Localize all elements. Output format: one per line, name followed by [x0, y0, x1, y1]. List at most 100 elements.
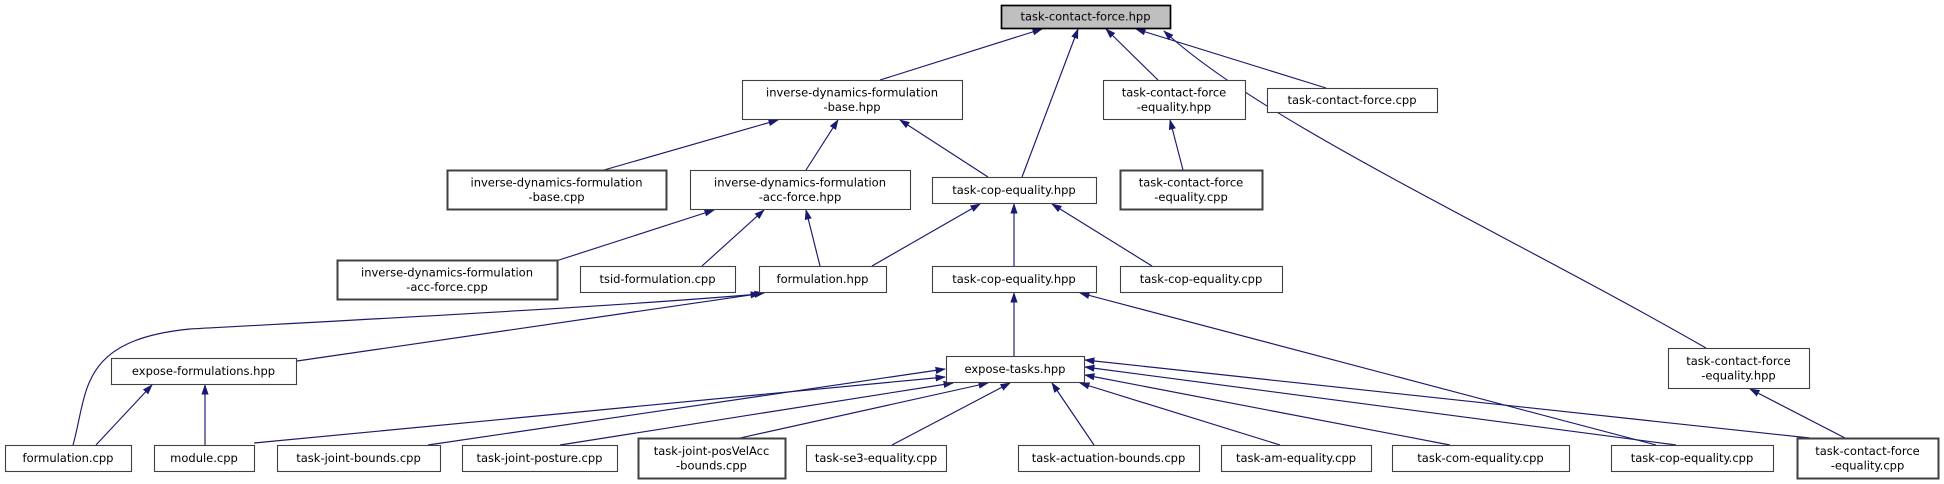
- edge-n20-n15: [559, 380, 954, 446]
- edge-n17-n14: [95, 384, 153, 446]
- node-task-am-equality-cpp-label: task-am-equality.cpp: [1236, 451, 1356, 465]
- node-inverse-dynamics-formulation-acc-force-cpp-box[interactable]: [336, 259, 559, 301]
- node-inverse-dynamics-formulation-acc-force-hpp-box[interactable]: [689, 169, 912, 211]
- node-expose-tasks-hpp-label: expose-tasks.hpp: [965, 362, 1066, 376]
- edge-n18-n15: [253, 374, 946, 444]
- node-task-joint-posvelacc-bounds-cpp-label: task-joint-posVelAcc-bounds.cpp: [654, 444, 770, 473]
- edge-n11-n6: [804, 209, 821, 267]
- node-task-joint-posvelacc-bounds-cpp-box[interactable]: [637, 437, 787, 480]
- node-task-cop-equality-cpp[interactable]: task-cop-equality.cpp: [1119, 265, 1284, 294]
- node-task-cop-equality-hpp-2-label: task-cop-equality.hpp: [952, 272, 1076, 286]
- node-task-contact-force-equality-hpp-2-box[interactable]: [1667, 347, 1811, 390]
- node-task-actuation-bounds-cpp[interactable]: task-actuation-bounds.cpp: [1017, 444, 1201, 473]
- node-expose-formulations-hpp-box[interactable]: [110, 357, 298, 386]
- node-task-contact-force-equality-cpp-box[interactable]: [1119, 169, 1264, 211]
- edge-n16-n1: [1163, 30, 1707, 349]
- node-task-joint-bounds-cpp-box[interactable]: [276, 444, 442, 473]
- edge-n27-n15: [1084, 357, 1811, 439]
- node-inverse-dynamics-formulation-acc-force-cpp[interactable]: inverse-dynamics-formulation-acc-force.c…: [336, 259, 559, 301]
- node-task-contact-force-equality-hpp-2-label: task-contact-force-equality.hpp: [1686, 354, 1791, 383]
- node-task-contact-force-equality-cpp[interactable]: task-contact-force-equality.cpp: [1119, 169, 1264, 211]
- node-expose-formulations-hpp-label: expose-formulations.hpp: [132, 364, 275, 378]
- node-tsid-formulation-cpp-label: tsid-formulation.cpp: [599, 272, 715, 286]
- node-inverse-dynamics-formulation-base-cpp[interactable]: inverse-dynamics-formulation-base.cpp: [446, 169, 668, 211]
- edge-n11-n7: [871, 203, 981, 267]
- node-formulation-hpp[interactable]: formulation.hpp: [758, 265, 888, 294]
- node-task-contact-force-equality-hpp-2[interactable]: task-contact-force-equality.hpp: [1667, 347, 1811, 390]
- node-task-cop-equality-hpp-label: task-cop-equality.hpp: [952, 183, 1076, 197]
- edge-n7-n1: [1021, 28, 1079, 178]
- node-inverse-dynamics-formulation-base-hpp-box[interactable]: [741, 79, 964, 121]
- node-task-joint-posvelacc-bounds-cpp[interactable]: task-joint-posVelAcc-bounds.cpp: [637, 437, 787, 480]
- node-inverse-dynamics-formulation-base-cpp-label: inverse-dynamics-formulation-base.cpp: [471, 175, 643, 204]
- edge-n8-n3: [1168, 119, 1184, 171]
- edges-layer: [72, 28, 1846, 446]
- node-tsid-formulation-cpp-box[interactable]: [579, 265, 737, 294]
- edge-n10-n6: [701, 209, 765, 267]
- node-task-se3-equality-cpp-box[interactable]: [805, 444, 948, 473]
- node-inverse-dynamics-formulation-acc-force-hpp[interactable]: inverse-dynamics-formulation-acc-force.h…: [689, 169, 912, 211]
- node-formulation-cpp[interactable]: formulation.cpp: [4, 444, 133, 473]
- node-task-joint-posture-cpp[interactable]: task-joint-posture.cpp: [461, 444, 619, 473]
- node-task-se3-equality-cpp[interactable]: task-se3-equality.cpp: [805, 444, 948, 473]
- node-inverse-dynamics-formulation-base-hpp[interactable]: inverse-dynamics-formulation-base.hpp: [741, 79, 964, 121]
- node-formulation-hpp-label: formulation.hpp: [777, 272, 869, 286]
- node-task-contact-force-equality-cpp-2[interactable]: task-contact-force-equality.cpp: [1796, 437, 1940, 480]
- node-task-cop-equality-hpp-box[interactable]: [931, 176, 1098, 205]
- node-task-contact-force-cpp[interactable]: task-contact-force.cpp: [1266, 87, 1439, 114]
- edge-n2-n1: [879, 28, 1043, 81]
- node-module-cpp[interactable]: module.cpp: [153, 444, 256, 473]
- node-task-cop-equality-cpp-box[interactable]: [1119, 265, 1284, 294]
- node-module-cpp-label: module.cpp: [170, 451, 238, 465]
- edge-n7-n2: [899, 119, 989, 178]
- node-task-am-equality-cpp[interactable]: task-am-equality.cpp: [1220, 444, 1373, 473]
- node-expose-formulations-hpp[interactable]: expose-formulations.hpp: [110, 357, 298, 386]
- edge-n17-n11: [72, 291, 761, 446]
- edge-n21-n15: [739, 381, 989, 439]
- edge-n4-n1: [1135, 28, 1327, 89]
- node-task-contact-force-cpp-label: task-contact-force.cpp: [1287, 93, 1416, 107]
- node-task-actuation-bounds-cpp-box[interactable]: [1017, 444, 1201, 473]
- node-task-joint-bounds-cpp-label: task-joint-bounds.cpp: [296, 451, 421, 465]
- node-task-com-equality-cpp-box[interactable]: [1391, 444, 1571, 473]
- edge-n23-n15: [1051, 382, 1095, 446]
- edge-n13-n7: [1051, 203, 1153, 267]
- node-task-se3-equality-cpp-label: task-se3-equality.cpp: [815, 451, 937, 465]
- node-formulation-hpp-box[interactable]: [758, 265, 888, 294]
- edge-n22-n15: [891, 382, 1011, 446]
- node-task-contact-force-hpp-box[interactable]: [1000, 4, 1172, 30]
- node-expose-tasks-hpp-box[interactable]: [945, 355, 1086, 384]
- node-task-cop-equality-cpp-2[interactable]: task-cop-equality.cpp: [1610, 444, 1775, 473]
- edge-n3-n1: [1105, 28, 1159, 81]
- edge-n9-n6: [555, 209, 715, 262]
- node-module-cpp-box[interactable]: [153, 444, 256, 473]
- node-inverse-dynamics-formulation-acc-force-hpp-label: inverse-dynamics-formulation-acc-force.h…: [714, 175, 886, 204]
- edge-n14-n11: [296, 290, 765, 362]
- node-task-contact-force-equality-cpp-2-box[interactable]: [1796, 437, 1940, 480]
- node-task-contact-force-equality-hpp[interactable]: task-contact-force-equality.hpp: [1102, 79, 1247, 121]
- node-formulation-cpp-box[interactable]: [4, 444, 133, 473]
- node-task-contact-force-equality-hpp-label: task-contact-force-equality.hpp: [1122, 85, 1227, 114]
- edge-n26-n15: [1084, 364, 1677, 446]
- node-task-joint-bounds-cpp[interactable]: task-joint-bounds.cpp: [276, 444, 442, 473]
- node-task-am-equality-cpp-box[interactable]: [1220, 444, 1373, 473]
- node-task-cop-equality-hpp-2-box[interactable]: [931, 265, 1098, 294]
- edge-n5-n2: [603, 119, 779, 171]
- node-task-contact-force-cpp-box[interactable]: [1266, 87, 1439, 114]
- node-task-cop-equality-cpp-2-box[interactable]: [1610, 444, 1775, 473]
- node-expose-tasks-hpp[interactable]: expose-tasks.hpp: [945, 355, 1086, 384]
- edge-n27-n16: [1749, 388, 1846, 439]
- node-tsid-formulation-cpp[interactable]: tsid-formulation.cpp: [579, 265, 737, 294]
- node-task-cop-equality-hpp[interactable]: task-cop-equality.hpp: [931, 176, 1098, 205]
- edge-n24-n15: [1079, 382, 1281, 446]
- node-task-cop-equality-cpp-2-label: task-cop-equality.cpp: [1631, 451, 1754, 465]
- node-inverse-dynamics-formulation-base-cpp-box[interactable]: [446, 169, 668, 211]
- node-task-com-equality-cpp[interactable]: task-com-equality.cpp: [1391, 444, 1571, 473]
- node-task-joint-posture-cpp-box[interactable]: [461, 444, 619, 473]
- node-task-contact-force-equality-hpp-box[interactable]: [1102, 79, 1247, 121]
- node-task-contact-force-hpp[interactable]: task-contact-force.hpp: [1000, 4, 1172, 30]
- nodes-layer: task-contact-force.hpp inverse-dynamics-f…: [4, 4, 1940, 480]
- node-task-cop-equality-hpp-2[interactable]: task-cop-equality.hpp: [931, 265, 1098, 294]
